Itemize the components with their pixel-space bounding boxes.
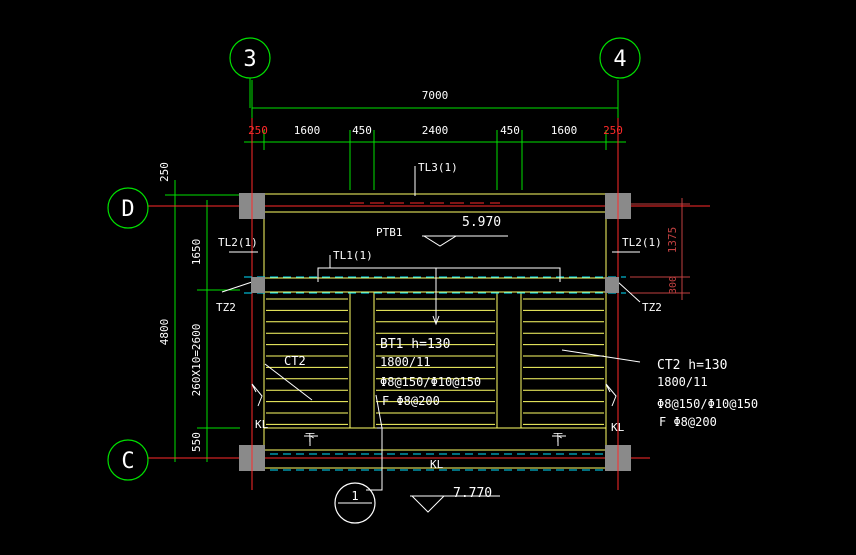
- ct2-line-4: F Φ8@200: [659, 415, 717, 429]
- label-ct2-left: CT2: [284, 354, 306, 368]
- dim-seg-7: 250: [603, 124, 623, 137]
- bt1-line-3: Φ8@150/Φ10@150: [380, 375, 481, 389]
- dim-seg-2: 1600: [294, 124, 321, 137]
- label-tl2-left: TL2(1): [218, 236, 258, 249]
- dim-right-300: 300: [668, 276, 679, 294]
- dim-left-1650: 1650: [190, 239, 203, 266]
- label-tl1: TL1(1): [333, 249, 373, 262]
- section-number: 1: [351, 489, 358, 503]
- dim-seg-5: 450: [500, 124, 520, 137]
- section-symbol: 1: [334, 482, 376, 524]
- axis-label-d: D: [121, 197, 134, 222]
- axis-label-3: 3: [243, 47, 256, 72]
- dim-left-steps: 260X10=2600: [190, 324, 203, 397]
- cyan-dashed-lines: [244, 276, 626, 471]
- label-tz2-right: TZ2: [642, 301, 662, 314]
- axis-bubble-4: 4: [599, 37, 641, 79]
- dim-left-bottom: 550: [190, 432, 203, 452]
- dim-left-total: 4800: [158, 319, 171, 346]
- stair-treads: [266, 298, 604, 425]
- axis-bubble-c: C: [107, 439, 149, 481]
- label-kl-bottom: KL: [430, 458, 444, 471]
- axis-label-c: C: [121, 449, 134, 474]
- label-down-right: 下: [553, 433, 563, 444]
- dim-seg-6: 1600: [551, 124, 578, 137]
- leader-lines: [221, 166, 641, 513]
- bt1-line-4: F Φ8@200: [382, 394, 440, 408]
- columns: [239, 193, 631, 471]
- axis-bubble-d: D: [107, 187, 149, 229]
- column-cross-hairs: [251, 188, 619, 476]
- left-dimension-lines: [165, 180, 240, 462]
- label-tl2-right: TL2(1): [622, 236, 662, 249]
- beams: [263, 193, 607, 469]
- ct2-line-2: 1800/11: [657, 375, 708, 389]
- axis-bubble-3: 3: [229, 37, 271, 108]
- bt1-line-1: BT1 h=130: [380, 337, 450, 352]
- label-kl-right: KL: [611, 421, 625, 434]
- label-ptb1: PTB1: [376, 226, 403, 239]
- label-level-bottom: 7.770: [453, 486, 492, 501]
- label-down-left: 下: [305, 433, 315, 444]
- label-tz2-left: TZ2: [216, 301, 236, 314]
- label-kl-left: KL: [255, 418, 269, 431]
- dim-seg-1: 250: [248, 124, 268, 137]
- right-dimension-lines: [630, 198, 690, 300]
- dim-total: 7000: [422, 89, 449, 102]
- label-tl3: TL3(1): [418, 161, 458, 174]
- dim-seg-3: 450: [352, 124, 372, 137]
- dim-seg-4: 2400: [422, 124, 449, 137]
- ct2-line-1: CT2 h=130: [657, 358, 727, 373]
- axis-label-4: 4: [613, 47, 626, 72]
- dim-left-top: 250: [158, 162, 171, 182]
- dim-right-1375: 1375: [666, 227, 679, 254]
- bt1-line-2: 1800/11: [380, 355, 431, 369]
- label-level-top: 5.970: [462, 215, 501, 230]
- ct2-line-3: Φ8@150/Φ10@150: [657, 397, 758, 411]
